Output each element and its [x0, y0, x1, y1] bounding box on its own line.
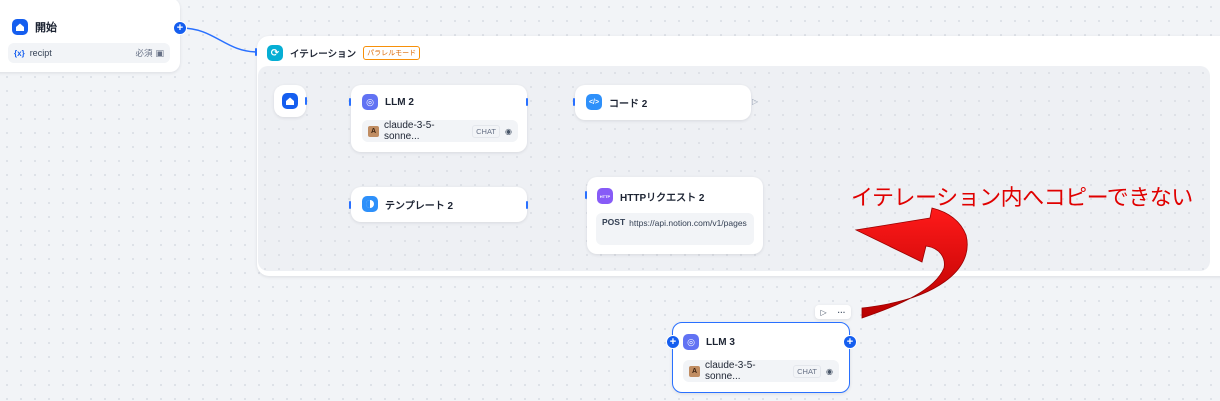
llm2-node[interactable]: ◎ LLM 2 A claude-3-5-sonne... CHAT ◉ — [351, 85, 527, 152]
iteration-start-output-handle[interactable] — [305, 97, 307, 105]
iteration-title: イテレーション — [290, 49, 357, 60]
llm3-mode-tag: CHAT — [793, 364, 822, 378]
llm2-model-name: claude-3-5-sonne... — [384, 120, 435, 142]
edge-start-to-iteration — [180, 27, 259, 53]
http2-node[interactable]: HTTP HTTPリクエスト 2 POST https://api.notion… — [587, 177, 763, 254]
template-icon — [362, 196, 378, 212]
llm2-output-handle[interactable] — [526, 98, 528, 106]
http2-method: POST — [602, 217, 626, 227]
iteration-start-node[interactable] — [274, 85, 306, 117]
template2-node[interactable]: テンプレート 2 — [351, 187, 527, 222]
eye-icon: ◉ — [505, 126, 512, 136]
anthropic-logo-icon: A — [368, 125, 379, 137]
start-node-title: 開始 — [35, 22, 57, 34]
home-icon — [282, 93, 298, 109]
annotation-text: イテレーション内へコピーできない — [851, 185, 1193, 210]
loop-icon: ⟳ — [267, 45, 283, 61]
code2-title: コード 2 — [609, 98, 648, 110]
anthropic-logo-icon: A — [689, 365, 700, 377]
start-node[interactable]: 開始 {x} recipt 必須 ▣ — [0, 0, 180, 72]
llm-icon: ◎ — [683, 334, 699, 350]
llm3-toolbar[interactable]: ▷ ··· — [815, 305, 851, 319]
http2-url: https://api.notion.com/v1/pages — [629, 218, 747, 228]
eye-icon: ◉ — [826, 366, 833, 376]
variable-icon: {x} — [14, 48, 25, 58]
http2-title: HTTPリクエスト 2 — [620, 192, 705, 204]
start-add-handle[interactable]: + — [173, 21, 187, 35]
llm2-input-handle[interactable] — [349, 98, 351, 106]
code-icon: </> — [586, 94, 602, 110]
llm3-input-add-handle[interactable]: + — [666, 335, 680, 349]
http2-input-handle[interactable] — [585, 191, 587, 199]
variable-name: recipt — [29, 48, 52, 58]
template2-input-handle[interactable] — [349, 201, 351, 209]
required-label: 必須 — [135, 48, 153, 58]
run-icon[interactable]: ▷ — [820, 307, 827, 317]
llm3-model-name: claude-3-5-sonne... — [705, 360, 756, 382]
iteration-input-handle[interactable] — [255, 48, 257, 56]
http2-request-box[interactable]: POST https://api.notion.com/v1/pages — [596, 213, 754, 245]
copy-icon: ▣ — [155, 47, 164, 58]
llm3-title: LLM 3 — [706, 336, 735, 348]
code2-input-handle[interactable] — [573, 98, 575, 106]
code2-output-handle[interactable]: ▷ — [752, 97, 759, 106]
llm2-mode-tag: CHAT — [472, 124, 501, 138]
llm3-node[interactable]: ◎ LLM 3 A claude-3-5-sonne... CHAT ◉ — [672, 322, 850, 393]
llm3-model-chip[interactable]: A claude-3-5-sonne... CHAT ◉ — [683, 360, 839, 382]
llm2-title: LLM 2 — [385, 96, 414, 108]
parallel-mode-badge: パラレルモード — [363, 46, 421, 60]
llm3-output-add-handle[interactable]: + — [843, 335, 857, 349]
template2-title: テンプレート 2 — [385, 200, 454, 212]
template2-output-handle[interactable] — [526, 201, 528, 209]
llm2-model-chip[interactable]: A claude-3-5-sonne... CHAT ◉ — [362, 120, 518, 142]
llm-icon: ◎ — [362, 94, 378, 110]
code2-node[interactable]: </> コード 2 — [575, 85, 751, 120]
home-icon — [12, 19, 28, 35]
http-icon: HTTP — [597, 188, 613, 204]
start-variable-row[interactable]: {x} recipt 必須 ▣ — [8, 43, 170, 63]
more-icon[interactable]: ··· — [837, 307, 846, 317]
